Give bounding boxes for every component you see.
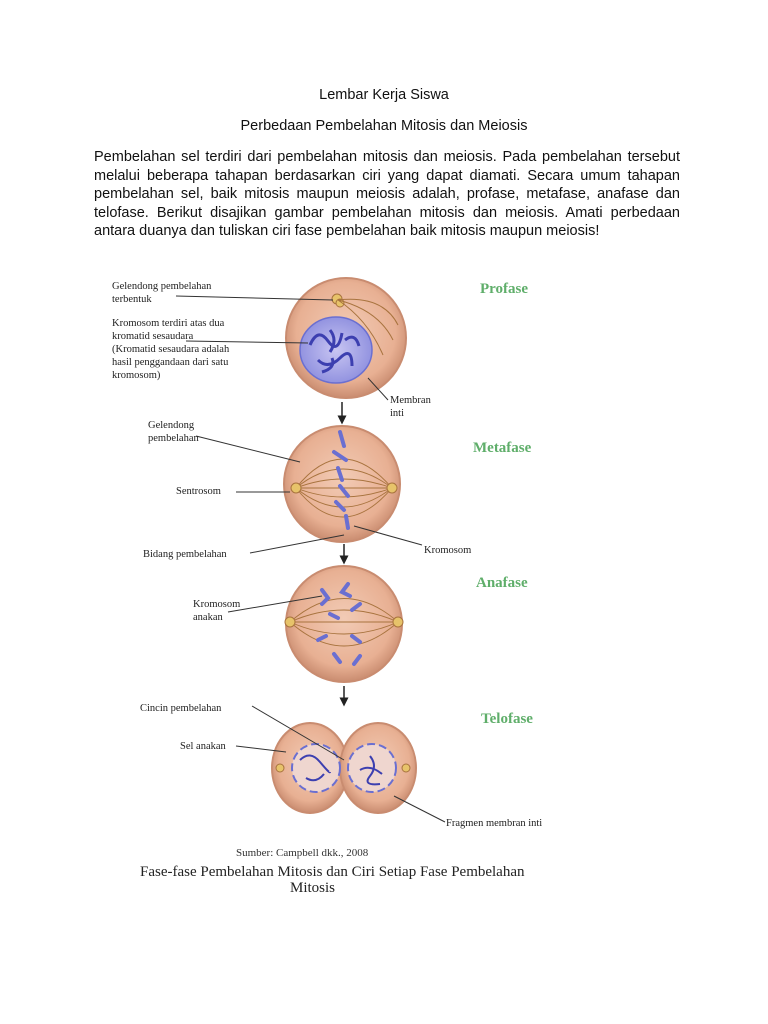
metaphase-cell xyxy=(283,425,401,543)
figure-source: Sumber: Campbell dkk., 2008 xyxy=(236,847,369,859)
label-kromosom-1: Kromosom terdiri atas dua xyxy=(112,318,225,329)
label-fragmen-membran-inti: Fragmen membran inti xyxy=(446,818,542,829)
label-bidang-pembelahan: Bidang pembelahan xyxy=(143,549,227,560)
label-sentrosom: Sentrosom xyxy=(176,486,221,497)
label-kromosom-anakan-2: anakan xyxy=(193,612,223,623)
figure-caption-line1: Fase-fase Pembelahan Mitosis dan Ciri Se… xyxy=(140,864,525,880)
label-kromosom-4: hasil penggandaan dari satu xyxy=(112,357,229,368)
label-kromosom-3: (Kromatid sesaudara adalah xyxy=(112,344,230,355)
anaphase-cell xyxy=(284,565,404,683)
label-gelendong-terbentuk-2: terbentuk xyxy=(112,294,152,305)
phase-arrows xyxy=(337,402,349,707)
label-gelendong-1: Gelendong xyxy=(148,420,195,431)
figure-caption-line2: Mitosis xyxy=(290,880,335,896)
worksheet-subtitle: Perbedaan Pembelahan Mitosis dan Meiosis xyxy=(240,118,528,134)
label-gelendong-terbentuk-1: Gelendong pembelahan xyxy=(112,281,212,292)
prophase-cell xyxy=(285,277,407,399)
phase-profase: Profase xyxy=(480,281,528,297)
label-gelendong-2: pembelahan xyxy=(148,433,199,444)
leader-lines xyxy=(175,295,446,823)
label-kromosom-2: kromatid sesaudara xyxy=(112,331,194,342)
label-sel-anakan: Sel anakan xyxy=(180,741,227,752)
worksheet-title: Lembar Kerja Siswa xyxy=(319,87,449,103)
label-kromosom-anakan-1: Kromosom xyxy=(193,599,240,610)
label-membran-1: Membran xyxy=(390,395,432,406)
label-membran-2: inti xyxy=(390,408,404,419)
phase-metafase: Metafase xyxy=(473,440,532,456)
phase-anafase: Anafase xyxy=(476,575,528,591)
phase-telofase: Telofase xyxy=(481,711,533,727)
telophase-cells xyxy=(271,722,417,814)
label-kromosom-meta: Kromosom xyxy=(424,545,471,556)
intro-paragraph: Pembelahan sel terdiri dari pembelahan m… xyxy=(94,149,680,240)
label-cincin-pembelahan: Cincin pembelahan xyxy=(140,703,222,714)
label-kromosom-5: kromosom) xyxy=(112,370,161,381)
